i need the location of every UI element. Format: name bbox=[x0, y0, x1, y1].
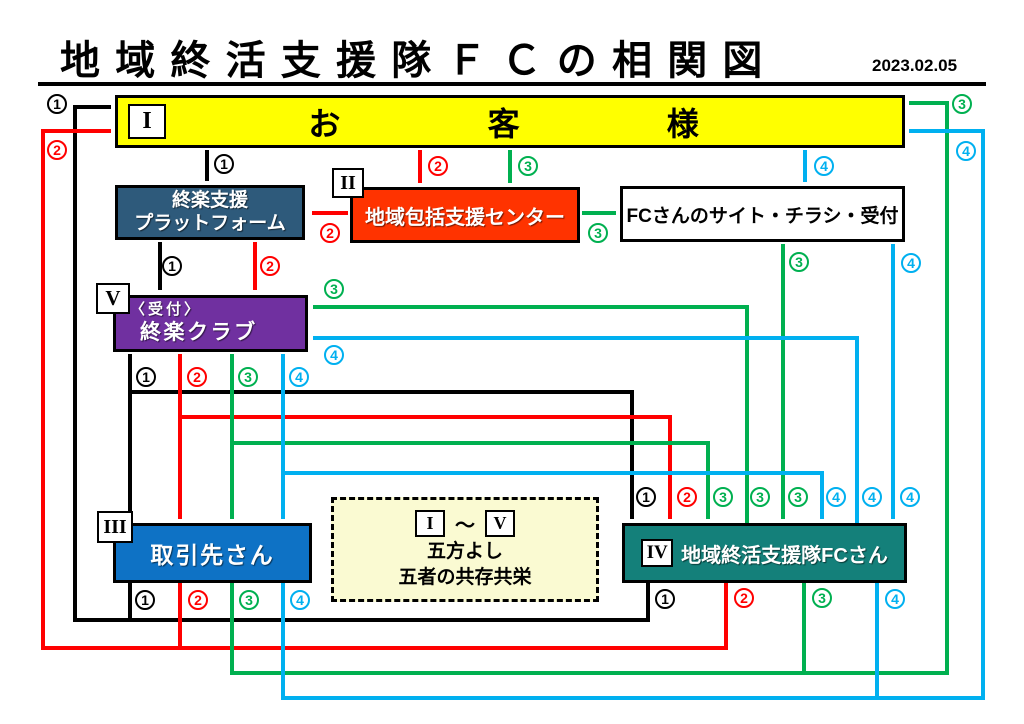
date-label: 2023.02.05 bbox=[872, 56, 958, 75]
flow-step-label: 3 bbox=[789, 252, 809, 272]
box-club: 〈受付〉 終楽クラブ bbox=[113, 295, 308, 352]
box-club-line1: 〈受付〉 bbox=[130, 301, 203, 318]
title-underline bbox=[38, 82, 986, 86]
flow-step-label: 4 bbox=[901, 253, 921, 273]
flow-step-label: 2 bbox=[320, 223, 340, 243]
arrow1-club-to-fcteam bbox=[130, 390, 634, 519]
flow-step-label: 4 bbox=[956, 141, 976, 161]
flow-step-label: 3 bbox=[588, 223, 608, 243]
flow-step-label: 3 bbox=[713, 487, 733, 507]
box-houkatsu-label: 地域包括支援センター bbox=[365, 206, 565, 229]
flow-step-label: 2 bbox=[734, 588, 754, 608]
numeral-I: I bbox=[128, 104, 166, 139]
flow-step-label: 3 bbox=[324, 279, 344, 299]
numeral-range-end: V bbox=[485, 510, 515, 538]
page-title: 地域終活支援隊ＦＣの相関図 bbox=[60, 39, 778, 83]
arrow2-fcteam-to-customer bbox=[41, 129, 728, 650]
flow-step-label: 4 bbox=[814, 156, 834, 176]
arrow1-fcteam-to-customer bbox=[73, 105, 650, 622]
arrow3-torihiki-to-customer bbox=[230, 101, 949, 675]
arrow4-torihiki-to-customer bbox=[281, 129, 985, 700]
numeral-III: III bbox=[97, 511, 133, 543]
box-customer-label: お客様 bbox=[308, 105, 846, 142]
flow-step-label: 3 bbox=[238, 367, 258, 387]
arrow4-fcteam-to-club bbox=[313, 336, 859, 523]
box-platform-line2: プラットフォーム bbox=[134, 212, 286, 234]
flow-step-label: 1 bbox=[636, 487, 656, 507]
flow-step-label: 2 bbox=[428, 156, 448, 176]
flow-step-label: 4 bbox=[290, 590, 310, 610]
box-torihiki-label: 取引先さん bbox=[150, 542, 275, 568]
flow-step-label: 4 bbox=[900, 487, 920, 507]
flow-step-label: 4 bbox=[885, 589, 905, 609]
goho-line1: 五方よし bbox=[426, 541, 503, 563]
arrow2-club-to-fcteam bbox=[180, 415, 672, 519]
flow-step-label: 4 bbox=[324, 345, 344, 365]
flow-step-label: 3 bbox=[812, 588, 832, 608]
flow-step-label: 3 bbox=[788, 487, 808, 507]
flow-step-label: 3 bbox=[750, 487, 770, 507]
flow-step-label: 1 bbox=[135, 590, 155, 610]
flow-step-label: 1 bbox=[214, 154, 234, 174]
flow-step-label: 2 bbox=[677, 487, 697, 507]
flow-step-label: 2 bbox=[47, 140, 67, 160]
flow-step-label: 2 bbox=[187, 367, 207, 387]
flow-step-label: 2 bbox=[260, 256, 280, 276]
flow-step-label: 3 bbox=[518, 156, 538, 176]
flow-step-label: 3 bbox=[952, 94, 972, 114]
flow-step-label: 4 bbox=[289, 367, 309, 387]
box-fc-site: FCさんのサイト・チラシ・受付 bbox=[620, 186, 905, 242]
flow-step-label: 1 bbox=[655, 589, 675, 609]
box-houkatsu-center: 地域包括支援センター bbox=[350, 187, 580, 243]
box-torihiki: 取引先さん bbox=[113, 523, 312, 583]
flow-step-label: 4 bbox=[826, 487, 846, 507]
flow-step-label: 4 bbox=[862, 487, 882, 507]
flow-step-label: 1 bbox=[47, 94, 67, 114]
arrow4-club-to-fcteam bbox=[283, 471, 824, 519]
box-goho-yoshi: I ～ V 五方よし 五者の共存共栄 bbox=[331, 497, 599, 602]
flow-step-label: 1 bbox=[162, 256, 182, 276]
box-customer: お客様 bbox=[115, 95, 905, 148]
numeral-II: II bbox=[332, 168, 364, 198]
goho-range-row: I ～ V bbox=[415, 509, 515, 538]
arrow3-club-to-fcteam bbox=[232, 441, 710, 519]
numeral-IV: IV bbox=[641, 539, 674, 567]
flow-step-label: 3 bbox=[239, 590, 259, 610]
box-fc-team-label: 地域終活支援隊FCさん bbox=[681, 544, 888, 567]
goho-line2: 五者の共存共栄 bbox=[398, 567, 532, 588]
box-club-line2: 終楽クラブ bbox=[140, 320, 258, 344]
box-fc-team: IV 地域終活支援隊FCさん bbox=[622, 523, 907, 583]
arrow3-fcteam-to-club bbox=[313, 305, 749, 523]
flow-step-label: 2 bbox=[188, 590, 208, 610]
box-platform-line1: 終楽支援 bbox=[171, 189, 248, 211]
box-platform: 終楽支援 プラットフォーム bbox=[115, 185, 305, 240]
box-fc-site-label: FCさんのサイト・チラシ・受付 bbox=[626, 205, 899, 227]
numeral-range-start: I bbox=[415, 510, 445, 538]
tilde: ～ bbox=[455, 515, 475, 538]
numeral-V: V bbox=[96, 283, 130, 314]
flow-step-label: 1 bbox=[136, 367, 156, 387]
